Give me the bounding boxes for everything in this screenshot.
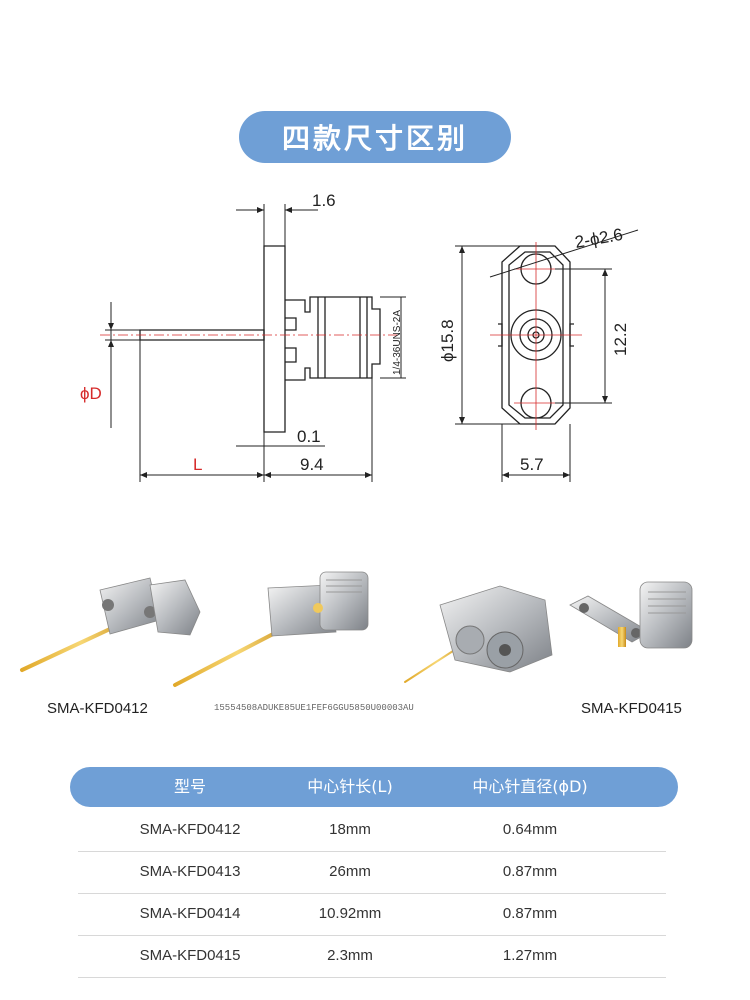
dim-flange-thickness: 1.6: [312, 191, 336, 210]
thread-spec: 1/4-36UNS-2A: [392, 310, 403, 375]
cell-diameter: 0.64mm: [502, 821, 558, 838]
connector-photo-3: [404, 585, 553, 683]
cell-length: 26mm: [329, 863, 371, 880]
table-row: SMA-KFD0412 18mm 0.64mm: [78, 809, 666, 852]
dimension-drawing: 1.6 ϕD L 0.1 9.4 1/4-36UNS-2A: [80, 191, 639, 482]
dim-holes: 2-ϕ2.6: [573, 225, 624, 252]
cell-diameter: 0.87mm: [502, 905, 558, 922]
header-model: 型号: [173, 777, 206, 796]
dim-pin-length: L: [193, 455, 202, 474]
header-pin-length: 中心针长(L): [307, 777, 393, 796]
dim-body-length: 9.4: [300, 455, 324, 474]
table-row: SMA-KFD0413 26mm 0.87mm: [78, 851, 666, 894]
connector-photo-2: [173, 571, 369, 687]
photo-label-left: SMA-KFD0412: [47, 700, 148, 717]
product-photos: [20, 571, 693, 687]
page-title: 四款尺寸区别: [239, 111, 511, 163]
photo-label-right: SMA-KFD0415: [581, 700, 682, 717]
cell-diameter: 0.87mm: [502, 863, 558, 880]
cell-length: 10.92mm: [318, 905, 382, 922]
dim-hole-pitch: 12.2: [611, 323, 630, 356]
header-pin-diameter: 中心针直径(ϕD): [472, 777, 588, 796]
dim-gap: 0.1: [297, 427, 321, 446]
connector-photo-1: [20, 577, 201, 672]
dim-pin-diameter: ϕD: [80, 384, 102, 403]
cell-length: 2.3mm: [327, 947, 373, 964]
table-row: SMA-KFD0414 10.92mm 0.87mm: [78, 893, 666, 936]
cell-diameter: 1.27mm: [502, 947, 558, 964]
dim-outer-length: ϕ15.8: [438, 319, 457, 362]
photo-label-middle: 15554508ADUKE85UE1FEF6GGU5850U00003AU: [214, 703, 414, 713]
cell-model: SMA-KFD0414: [139, 905, 241, 922]
cell-model: SMA-KFD0413: [139, 863, 241, 880]
cell-length: 18mm: [329, 821, 371, 838]
dim-flange-width: 5.7: [520, 455, 544, 474]
table-row: SMA-KFD0415 2.3mm 1.27mm: [78, 935, 666, 978]
cell-model: SMA-KFD0412: [139, 821, 241, 838]
connector-photo-4: [569, 581, 693, 649]
table-header: 型号 中心针长(L) 中心针直径(ϕD): [70, 767, 678, 807]
cell-model: SMA-KFD0415: [139, 947, 241, 964]
